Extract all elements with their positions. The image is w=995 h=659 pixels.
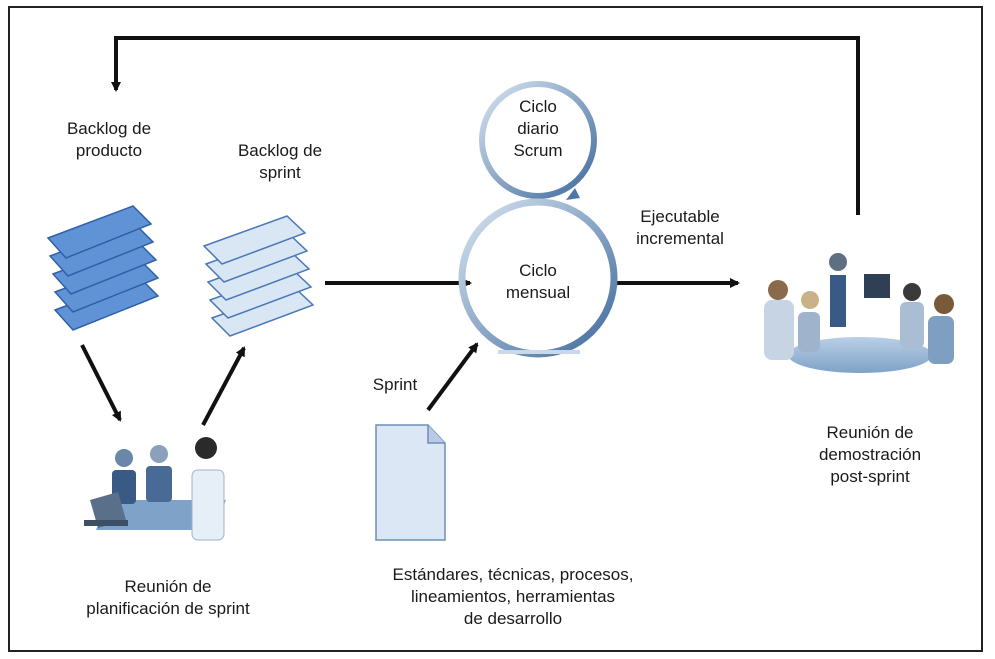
demo-meeting-line-2: demostración [818, 445, 922, 464]
standards-line-2: lineamientos, herramientas [410, 587, 616, 606]
monthly-cycle-line-2: mensual [505, 283, 571, 302]
increment-label: Ejecutable incremental [620, 206, 740, 250]
planning-meeting-line-2: planificación de sprint [86, 599, 250, 618]
standards-line-1: Estándares, técnicas, procesos, [392, 565, 634, 584]
arrow-sprint-to-cycle [426, 342, 479, 412]
demo-meeting-label: Reunión de demostración post-sprint [790, 422, 950, 488]
monthly-cycle-line-1: Ciclo [519, 261, 557, 280]
sprint-backlog-stack-icon [202, 215, 315, 337]
daily-cycle-line-3: Scrum [513, 141, 563, 160]
standards-line-3: de desarrollo [463, 609, 563, 628]
feedback-arrow [111, 36, 860, 215]
product-backlog-line-1: Backlog de [66, 119, 152, 138]
planning-meeting-label: Reunión de planificación de sprint [48, 576, 288, 620]
product-backlog-stack-icon [46, 205, 160, 331]
arrow-product-to-planning [80, 344, 122, 422]
daily-cycle-line-2: diario [517, 119, 559, 138]
planning-meeting-line-1: Reunión de [124, 577, 212, 596]
planning-meeting-illustration [84, 437, 226, 541]
arrow-planning-to-sprint-backlog [201, 346, 246, 426]
daily-cycle-label: Ciclo diario Scrum [498, 96, 578, 162]
product-backlog-line-2: producto [75, 141, 143, 160]
standards-label: Estándares, técnicas, procesos, lineamie… [368, 564, 658, 630]
diagram-frame [8, 6, 983, 652]
monthly-cycle-label: Ciclo mensual [488, 260, 588, 304]
increment-line-1: Ejecutable [640, 207, 720, 226]
increment-line-2: incremental [636, 229, 724, 248]
document-icon [375, 424, 446, 541]
sprint-backlog-line-1: Backlog de [237, 141, 323, 160]
demo-meeting-illustration [764, 253, 954, 373]
sprint-backlog-line-2: sprint [259, 163, 301, 182]
sprint-backlog-label: Backlog de sprint [215, 140, 345, 184]
product-backlog-label: Backlog de producto [44, 118, 174, 162]
demo-meeting-line-3: post-sprint [830, 467, 910, 486]
daily-cycle-line-1: Ciclo [519, 97, 557, 116]
scrum-cycle-loop-icon [458, 81, 618, 358]
demo-meeting-line-1: Reunión de [826, 423, 914, 442]
sprint-label: Sprint [372, 375, 418, 394]
